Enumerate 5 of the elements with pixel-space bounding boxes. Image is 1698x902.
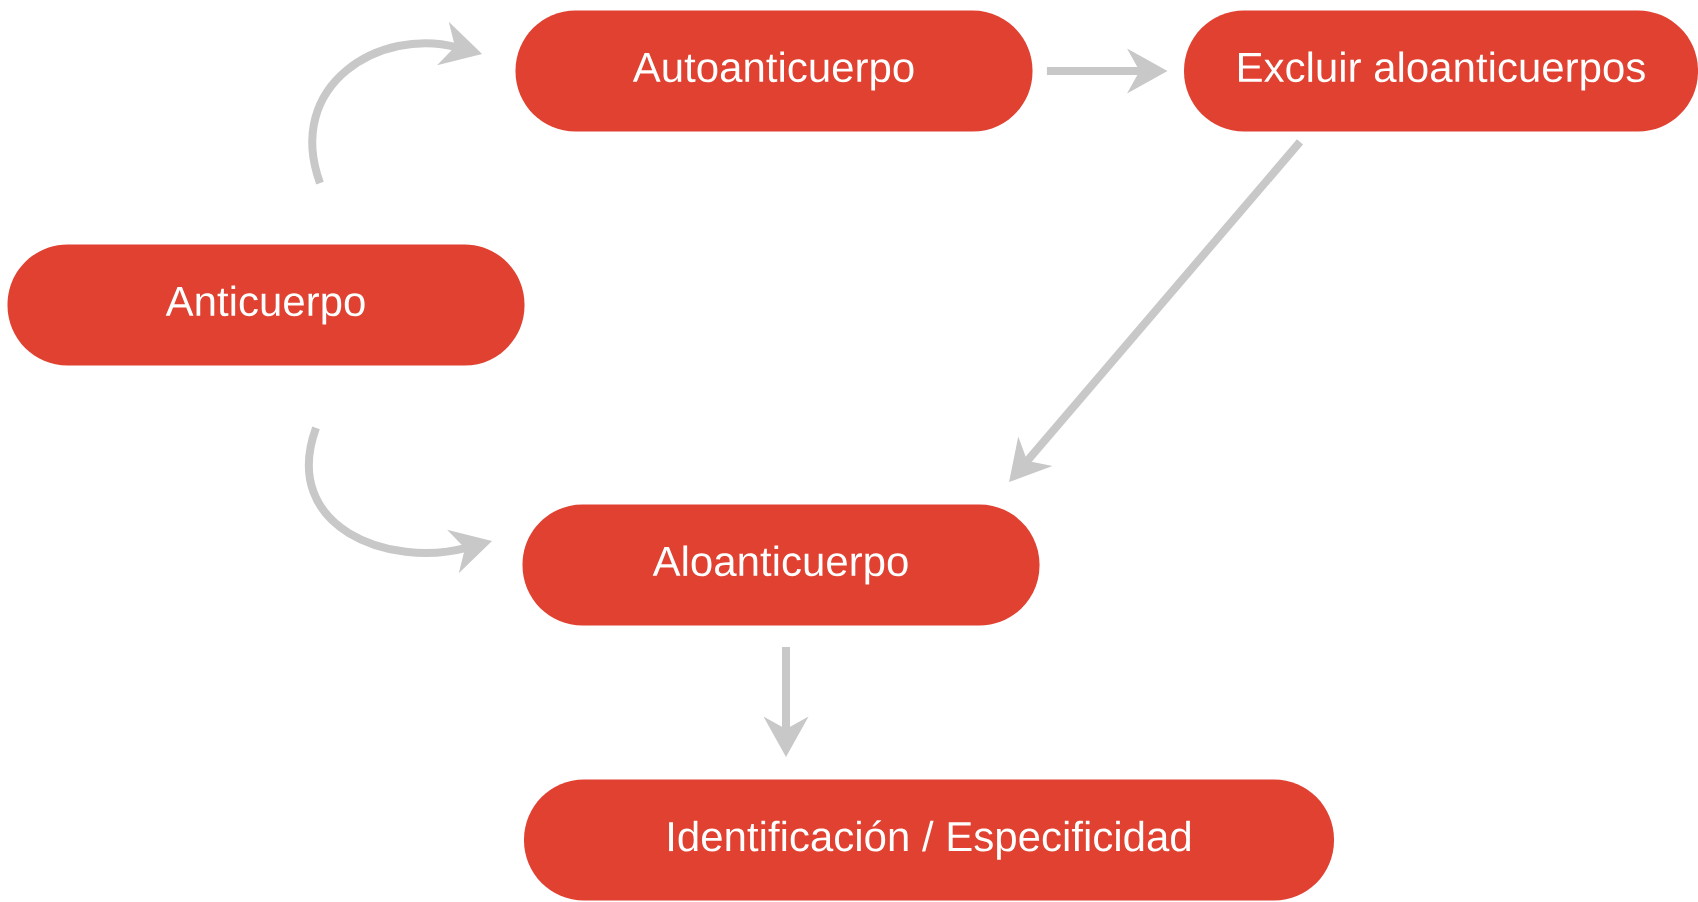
process-box: Aloanticuerpo [522,504,1040,626]
process-box: Autoanticuerpo [515,10,1033,132]
process-box: Anticuerpo [7,244,525,366]
process-box: Identificación / Especificidad [524,779,1334,901]
process-box: Excluir aloanticuerpos [1184,10,1698,132]
